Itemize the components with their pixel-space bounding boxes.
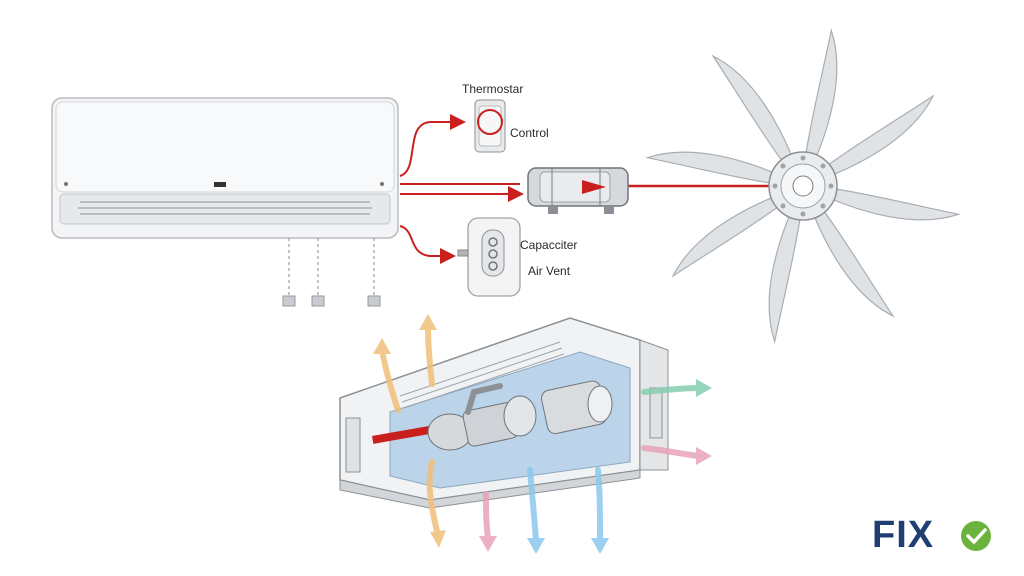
indoor-ac-unit xyxy=(51,97,399,307)
ducted-unit-cutaway xyxy=(339,317,669,509)
ac-louvre-grille xyxy=(78,201,372,215)
ac-hanging-cables xyxy=(288,238,375,296)
warm-airflow-arrows xyxy=(379,323,441,539)
ac-display xyxy=(214,182,226,187)
wiring xyxy=(399,114,780,264)
capacitor-component xyxy=(457,217,521,297)
cool-airflow-arrows xyxy=(527,467,603,543)
airflow-arrows xyxy=(373,314,712,554)
fan-hub xyxy=(768,151,838,221)
control-label: Control xyxy=(510,126,549,140)
ac-indicator-left xyxy=(64,182,68,186)
motor-arrow-icon xyxy=(582,180,606,194)
duct-motor xyxy=(427,380,613,451)
fan-blades xyxy=(645,28,961,344)
thermostat-label: Thermostar xyxy=(462,82,524,96)
checkmark-circle-icon xyxy=(961,521,991,551)
green-airflow-arrow xyxy=(641,385,701,395)
air-vent-label: Air Vent xyxy=(528,264,571,278)
fan-motor xyxy=(527,167,629,214)
logo-text: FIX xyxy=(872,513,935,556)
fixo-logo: FIX xyxy=(872,512,934,558)
ac-indicator-right xyxy=(380,182,384,186)
pink-airflow-arrows xyxy=(483,445,701,541)
capacitor-label: Capacciter xyxy=(520,238,578,252)
thermostat-component xyxy=(474,99,506,153)
